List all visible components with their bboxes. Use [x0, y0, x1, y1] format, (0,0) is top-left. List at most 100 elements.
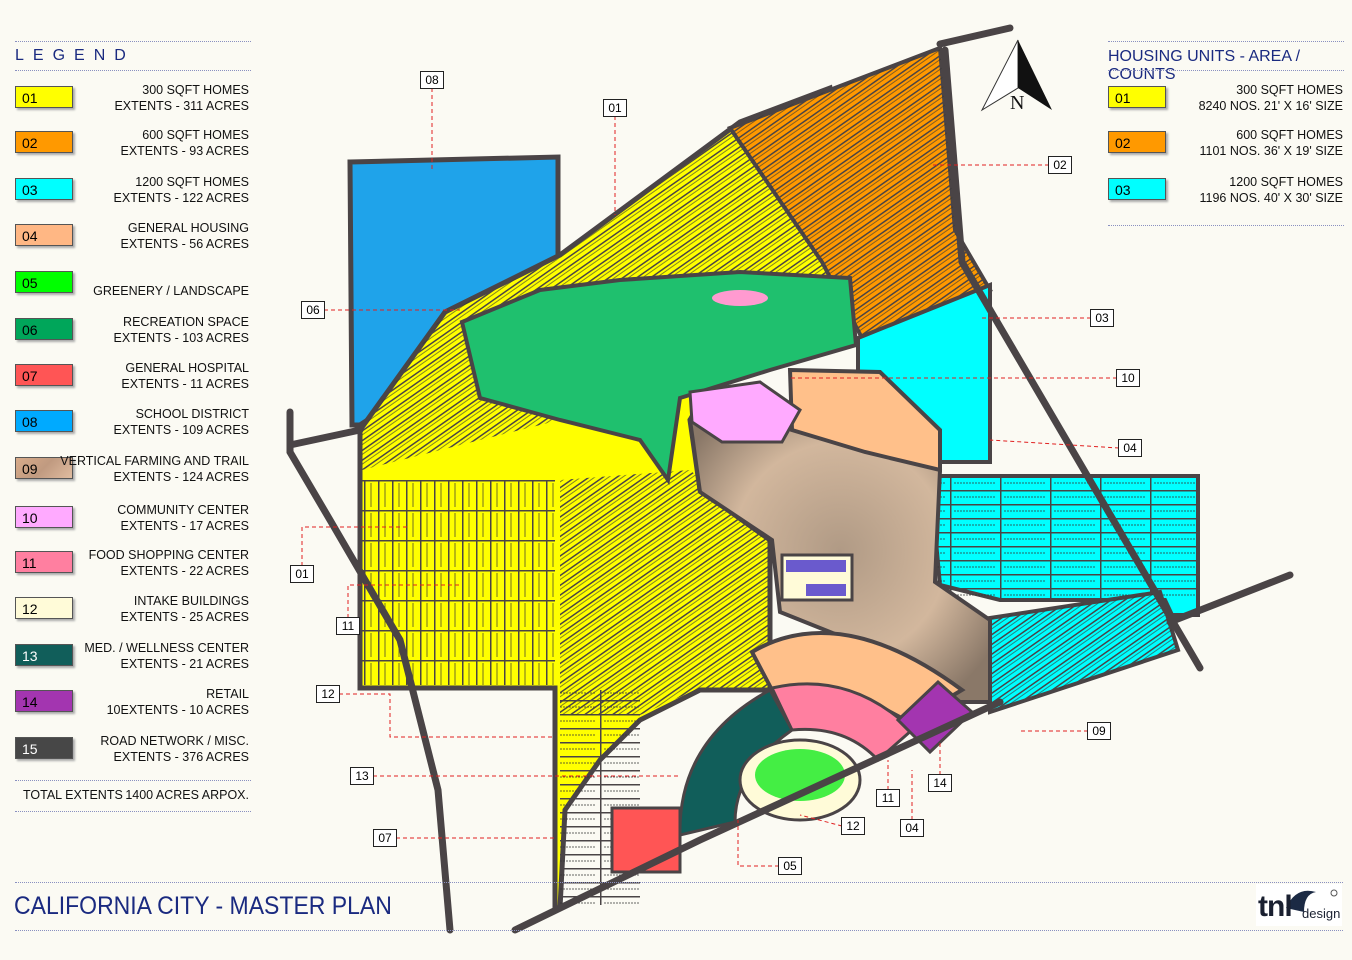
- legend-item-14: RETAIL 10EXTENTS - 10 ACRES: [107, 686, 249, 718]
- legend-item-extent: EXTENTS - 122 ACRES: [113, 191, 249, 205]
- callout-label: 02: [1048, 156, 1072, 174]
- legend-swatch-07: 07: [15, 364, 73, 386]
- legend-item-name: 300 SQFT HOMES: [142, 83, 249, 97]
- road-west-connector: [286, 426, 364, 449]
- callout-leader: [347, 584, 460, 618]
- legend-item-name: MED. / WELLNESS CENTER: [84, 641, 249, 655]
- housing-item-type: 600 SQFT HOMES: [1236, 128, 1343, 142]
- legend-item-name: RETAIL: [206, 687, 249, 701]
- legend-swatch-13: 13: [15, 644, 73, 666]
- divider: [15, 41, 251, 42]
- road-south: [511, 698, 1004, 934]
- legend-item-name: FOOD SHOPPING CENTER: [88, 548, 249, 562]
- pond: [712, 290, 768, 306]
- legend-item-name: ROAD NETWORK / MISC.: [100, 734, 249, 748]
- callout-label: 03: [1090, 309, 1114, 327]
- callout-label: 01: [603, 99, 627, 117]
- housing-item: 300 SQFT HOMES 8240 NOS. 21' X 16' SIZE: [1199, 82, 1343, 114]
- housing-swatch-01: 01: [1108, 86, 1166, 108]
- legend-item-extent: EXTENTS - 93 ACRES: [120, 144, 249, 158]
- callout-leader: [301, 526, 410, 566]
- callout-leader: [799, 814, 843, 827]
- total-extents-value: 1400 ACRES ARPOX.: [125, 788, 249, 802]
- legend-item-extent: EXTENTS - 311 ACRES: [114, 99, 249, 113]
- road-network: [286, 24, 1294, 934]
- legend-item-extent: EXTENTS - 56 ACRES: [120, 237, 249, 251]
- road-north: [936, 24, 1014, 48]
- zone-300sqft-grid-w: [362, 480, 555, 685]
- legend-item-extent: EXTENTS - 25 ACRES: [120, 610, 249, 624]
- legend-item-extent: 10EXTENTS - 10 ACRES: [106, 703, 249, 717]
- legend-item-extent: EXTENTS - 11 ACRES: [121, 377, 249, 391]
- housing-swatch-03: 03: [1108, 178, 1166, 200]
- callout-leader-lines: [301, 88, 1120, 867]
- housing-item-count: 1101 NOS. 36' X 19' SIZE: [1199, 144, 1343, 158]
- legend-item-name: SCHOOL DISTRICT: [135, 407, 249, 421]
- legend-item-extent: EXTENTS - 103 ACRES: [113, 331, 249, 345]
- legend-swatch-05: 05: [15, 271, 73, 293]
- divider: [15, 780, 251, 781]
- legend-item-15: ROAD NETWORK / MISC.EXTENTS - 376 ACRES: [100, 733, 249, 765]
- callout-label: 06: [301, 301, 325, 319]
- legend-item-01: 300 SQFT HOMES EXTENTS - 311 ACRES: [114, 82, 249, 114]
- legend-swatch-11: 11: [15, 551, 73, 573]
- callout-label: 05: [778, 857, 802, 875]
- divider: [15, 70, 251, 71]
- housing-item-type: 1200 SQFT HOMES: [1229, 175, 1343, 189]
- zone-community-center: [688, 380, 802, 444]
- legend-item-name: GENERAL HOSPITAL: [125, 361, 249, 375]
- legend-swatch-12: 12: [15, 597, 73, 619]
- callout-label: 12: [316, 685, 340, 703]
- legend-swatch-08: 08: [15, 410, 73, 432]
- zone-general-hospital: [610, 806, 682, 874]
- legend-swatch-02: 02: [15, 131, 73, 153]
- total-extents-label: TOTAL EXTENTS: [23, 788, 123, 802]
- legend-swatch-04: 04: [15, 224, 73, 246]
- legend-swatch-01: 01: [15, 86, 73, 108]
- legend-item-name: VERTICAL FARMING AND TRAIL: [60, 454, 249, 468]
- legend-item-name: COMMUNITY CENTER: [117, 503, 249, 517]
- zone-recreation-space: [459, 269, 859, 486]
- legend-item-name: INTAKE BUILDINGS: [133, 594, 249, 608]
- legend-item-08: SCHOOL DISTRICT EXTENTS - 109 ACRES: [114, 406, 249, 438]
- callout-label: 07: [373, 829, 397, 847]
- callout-label: 11: [336, 617, 360, 635]
- housing-item-type: 300 SQFT HOMES: [1236, 83, 1343, 97]
- callout-label: 12: [841, 817, 865, 835]
- callout-label: 10: [1116, 369, 1140, 387]
- page-title: CALIFORNIA CITY - MASTER PLAN: [14, 892, 392, 920]
- divider: [1108, 41, 1344, 42]
- legend-swatch-09: 09: [15, 457, 73, 479]
- logo-sub-text: design: [1302, 906, 1341, 921]
- callout-label: 04: [900, 819, 924, 837]
- housing-item-count: 8240 NOS. 21' X 16' SIZE: [1198, 99, 1343, 113]
- callout-label: 13: [350, 767, 374, 785]
- callout-label: 11: [876, 789, 900, 807]
- legend-item-name: 1200 SQFT HOMES: [135, 175, 249, 189]
- zones: [347, 45, 1200, 911]
- compass: [980, 39, 1052, 112]
- compass-north-label: N: [1010, 92, 1025, 114]
- callout-label: 14: [928, 774, 952, 792]
- callout-label: 04: [1118, 439, 1142, 457]
- callout-label: 09: [1087, 722, 1111, 740]
- legend-item-extent: EXTENTS - 17 ACRES: [120, 519, 249, 533]
- legend-item-13: MED. / WELLNESS CENTER EXTENTS - 21 ACRES: [84, 640, 249, 672]
- callout-label: 01: [290, 565, 314, 583]
- divider: [1108, 225, 1344, 226]
- housing-swatch-02: 02: [1108, 131, 1166, 153]
- legend-item-extent: GREENERY / LANDSCAPE: [93, 284, 249, 298]
- legend-item-extent: EXTENTS - 109 ACRES: [113, 423, 249, 437]
- callout-leader: [737, 820, 779, 867]
- legend-swatch-03: 03: [15, 178, 73, 200]
- housing-item: 600 SQFT HOMES 1101 NOS. 36' X 19' SIZE: [1199, 127, 1343, 159]
- legend-item-extent: EXTENTS - 21 ACRES: [120, 657, 249, 671]
- legend-item-03: 1200 SQFT HOMES EXTENTS - 122 ACRES: [114, 174, 249, 206]
- legend-item-12: INTAKE BUILDINGS EXTENTS - 25 ACRES: [120, 593, 249, 625]
- callout-label: 08: [420, 71, 444, 89]
- divider: [15, 882, 1343, 883]
